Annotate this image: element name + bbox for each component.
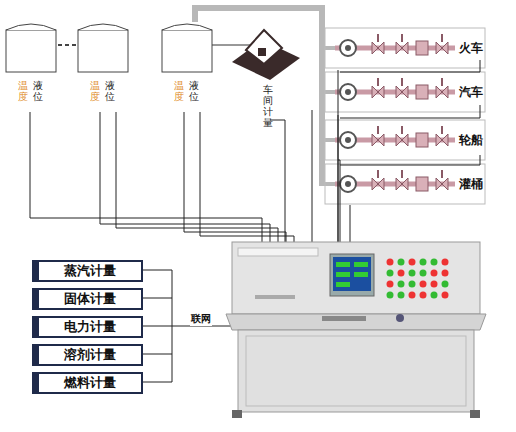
button	[431, 270, 438, 277]
flow-meter	[416, 177, 428, 191]
valve-stem	[377, 126, 379, 134]
button	[398, 270, 405, 277]
valve-stem	[441, 34, 443, 42]
valve-stem	[401, 34, 403, 42]
row-label: 轮船	[458, 132, 484, 149]
meter-box: 蒸汽计量	[32, 260, 143, 282]
valve	[436, 42, 448, 54]
meter-box: 燃料计量	[32, 372, 143, 394]
button	[409, 281, 416, 288]
button	[420, 270, 427, 277]
pump	[340, 84, 356, 100]
valve-stem	[441, 126, 443, 134]
main-pipe	[195, 8, 322, 186]
vertical-label: 温度	[90, 80, 100, 102]
valve	[436, 178, 448, 190]
valve-stem	[401, 126, 403, 134]
button	[398, 281, 405, 288]
button	[420, 281, 427, 288]
valve-stem	[401, 78, 403, 86]
button	[431, 292, 438, 299]
button	[420, 259, 427, 266]
vertical-label: 温度	[18, 80, 28, 102]
row-frame	[325, 120, 485, 160]
valve	[372, 42, 384, 54]
box-label: 电力计量	[64, 318, 116, 336]
row-label: 火车	[458, 40, 484, 57]
valve	[396, 134, 408, 146]
meter-box: 固体计量	[32, 288, 143, 310]
valve-stem	[377, 170, 379, 178]
row-label: 汽车	[458, 84, 484, 101]
button	[387, 259, 394, 266]
button	[409, 292, 416, 299]
flow-meter	[416, 41, 428, 55]
pump	[340, 132, 356, 148]
valve-stem	[377, 34, 379, 42]
button	[431, 259, 438, 266]
pump-hub	[345, 45, 351, 51]
button	[420, 292, 427, 299]
row-frame	[325, 72, 485, 112]
dashed-link	[58, 44, 76, 46]
meter-box: 溶剂计量	[32, 344, 143, 366]
button	[442, 292, 449, 299]
workshop-icon	[232, 30, 300, 80]
flow-meter	[416, 133, 428, 147]
button	[387, 292, 394, 299]
box-label: 溶剂计量	[64, 346, 116, 364]
pump	[340, 176, 356, 192]
row-label: 灌桶	[458, 176, 484, 193]
valve	[372, 134, 384, 146]
button	[398, 292, 405, 299]
valve	[396, 178, 408, 190]
vertical-label: 温度	[174, 80, 184, 102]
pump	[340, 40, 356, 56]
button	[387, 270, 394, 277]
button	[431, 281, 438, 288]
valve	[436, 86, 448, 98]
valve-stem	[441, 170, 443, 178]
vertical-label: 液位	[33, 80, 43, 102]
box-label: 燃料计量	[64, 374, 116, 392]
network-bracket	[143, 270, 232, 382]
vertical-label: 车间计量	[263, 84, 273, 128]
button	[442, 259, 449, 266]
row-label: 联网	[190, 312, 212, 326]
button	[398, 259, 405, 266]
tanks	[6, 24, 212, 72]
valve-stem	[441, 78, 443, 86]
signal-wires	[30, 60, 480, 242]
valve-stem	[377, 78, 379, 86]
row-frame	[325, 28, 485, 68]
meter-box: 电力计量	[32, 316, 143, 338]
flow-meter	[416, 85, 428, 99]
button	[442, 281, 449, 288]
valve	[396, 86, 408, 98]
valve	[372, 86, 384, 98]
pump-hub	[345, 181, 351, 187]
button	[409, 270, 416, 277]
valve	[436, 134, 448, 146]
tank-line	[210, 45, 250, 46]
valve-stem	[401, 170, 403, 178]
pump-hub	[345, 89, 351, 95]
control-console	[226, 242, 486, 418]
box-label: 固体计量	[64, 290, 116, 308]
pump-hub	[345, 137, 351, 143]
box-label: 蒸汽计量	[64, 262, 116, 280]
button	[409, 259, 416, 266]
loading-rows	[325, 28, 485, 204]
vertical-label: 液位	[189, 80, 199, 102]
vertical-label: 液位	[105, 80, 115, 102]
valve	[372, 178, 384, 190]
valve	[396, 42, 408, 54]
button	[387, 281, 394, 288]
row-frame	[325, 164, 485, 204]
button	[442, 270, 449, 277]
